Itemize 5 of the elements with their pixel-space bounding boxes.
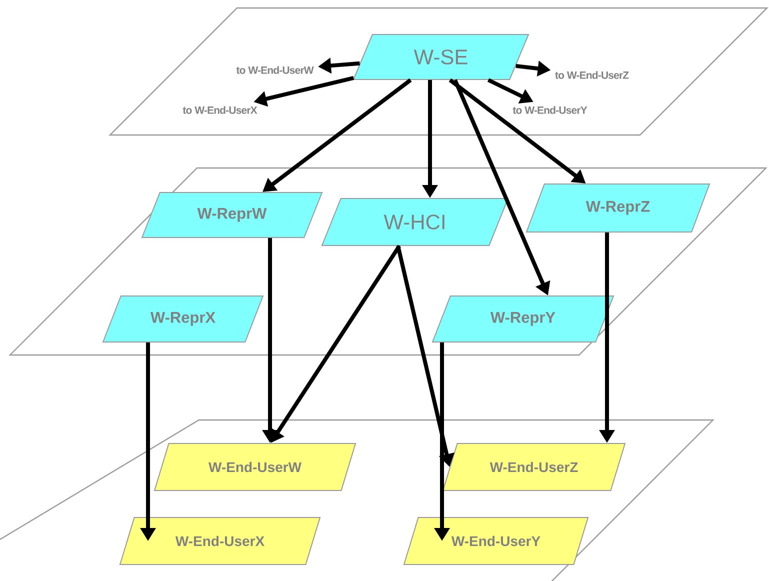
target-label: to W-End-UserZ (555, 71, 629, 79)
target-label: to W-End-UserX (182, 106, 258, 114)
target-label: to W-End-UserY (512, 106, 588, 114)
target-label: to W-End-UserW (236, 66, 314, 74)
plane-outline (0, 419, 714, 581)
